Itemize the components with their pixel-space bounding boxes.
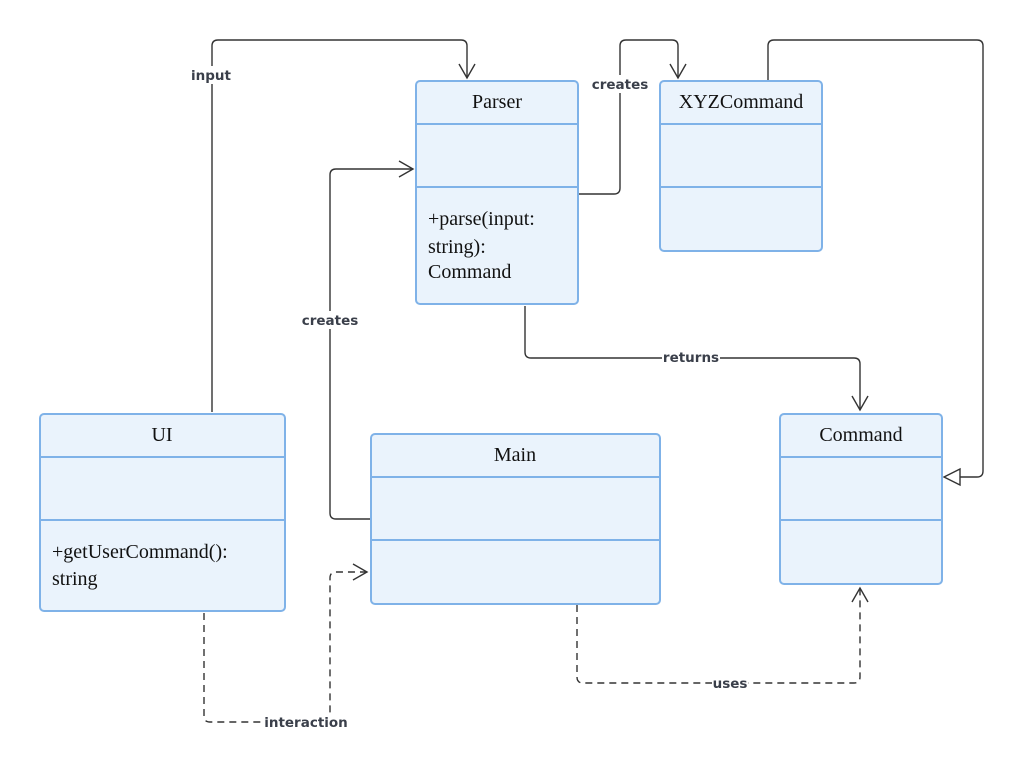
class-name: Command — [819, 424, 902, 446]
method-text: +parse(input: — [428, 208, 535, 230]
method-text: +getUserCommand(): — [52, 541, 228, 563]
class-ui[interactable]: UI +getUserCommand(): string — [39, 413, 286, 612]
edge-label-returns: returns — [663, 350, 719, 366]
edge-label-input: input — [191, 68, 232, 84]
edge-parser-to-xyzcommand — [578, 39, 687, 195]
edge-main-to-parser — [329, 160, 415, 520]
edge-xyzcommand-inherits-command — [767, 39, 984, 487]
class-main[interactable]: Main — [370, 433, 661, 605]
edge-label-interaction: interaction — [264, 715, 348, 731]
edge-ui-to-parser — [211, 39, 476, 412]
class-name: Main — [494, 444, 536, 466]
edge-label-creates-parser: creates — [302, 313, 359, 329]
method-text: string): — [428, 236, 486, 258]
edge-label-creates-xyz: creates — [592, 77, 649, 93]
class-name: XYZCommand — [679, 91, 803, 113]
class-command[interactable]: Command — [779, 413, 943, 585]
method-text: Command — [428, 261, 511, 283]
method-text: string — [52, 568, 98, 590]
class-parser[interactable]: Parser +parse(input: string): Command — [415, 80, 579, 305]
class-name: UI — [151, 424, 172, 446]
class-name: Parser — [472, 91, 522, 113]
edge-label-uses: uses — [713, 676, 748, 692]
class-xyzcommand[interactable]: XYZCommand — [659, 80, 823, 252]
inheritance-triangle-icon — [942, 467, 961, 487]
